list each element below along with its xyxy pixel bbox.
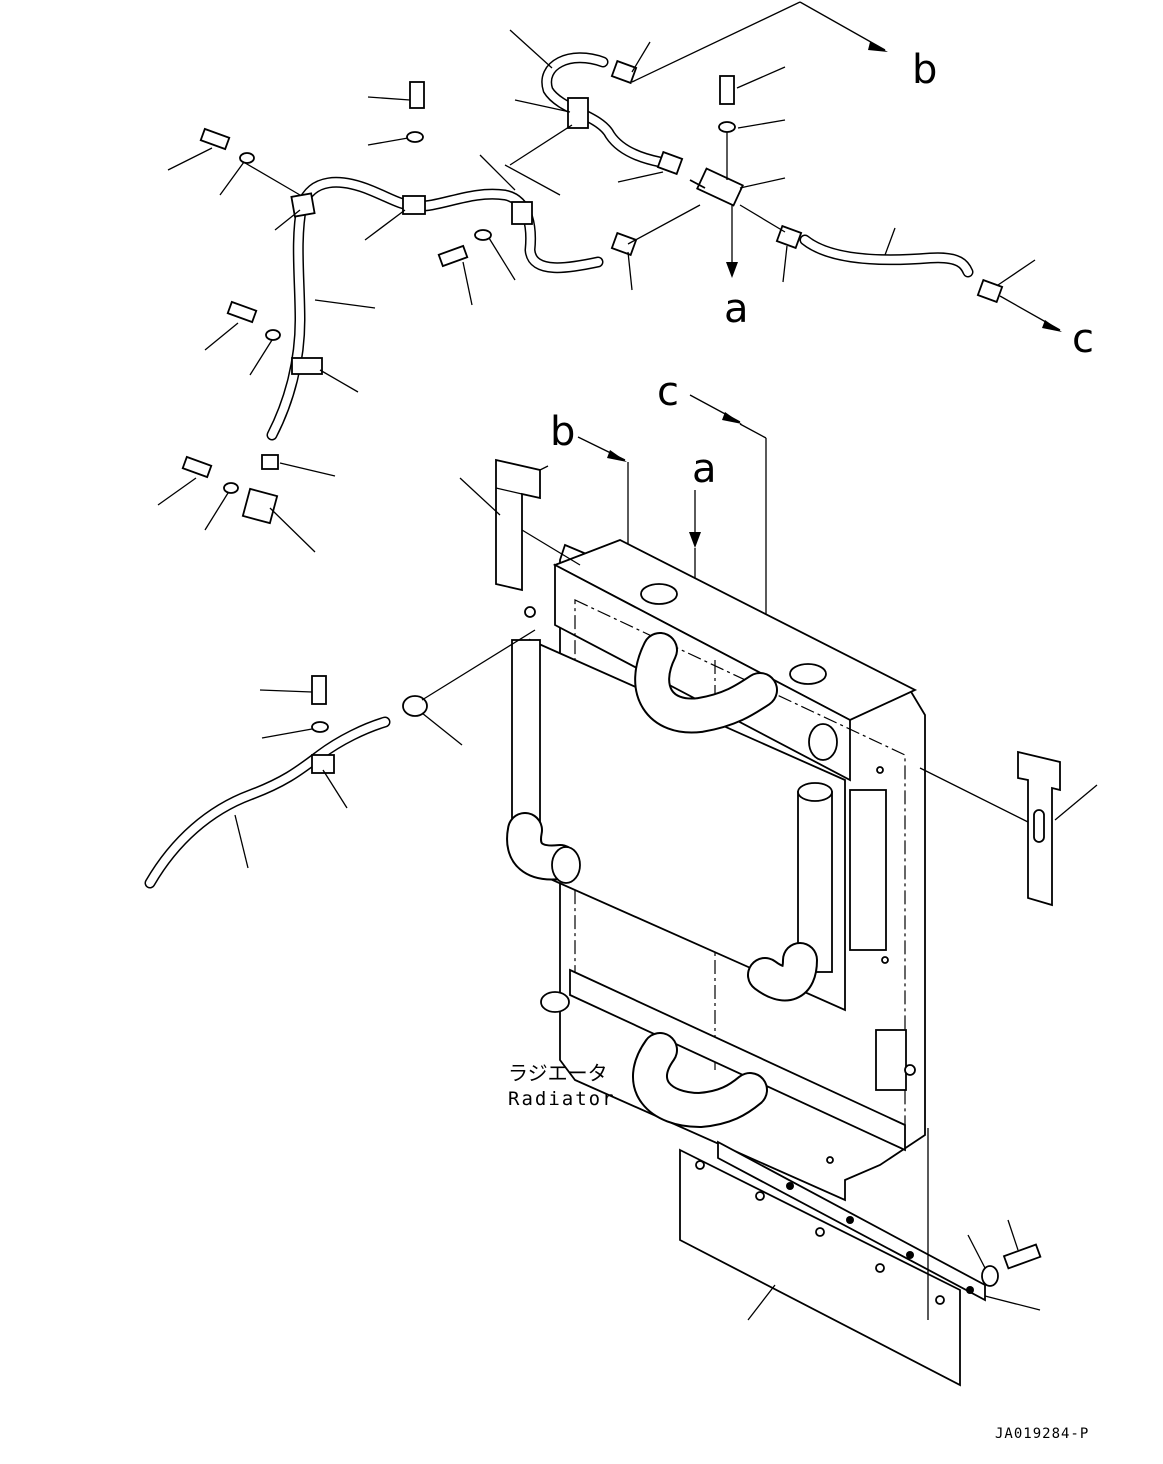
lower-hose-assembly [144,629,536,889]
radiator-label-en: Radiator [508,1088,616,1110]
center-hose-assembly [509,1,1062,332]
ref-label-a-radiator: a [692,446,717,492]
ref-label-b-radiator: b [550,409,575,455]
radiator-label-jp: ラジエータ [508,1061,608,1085]
ref-label-a-top: a [724,286,749,332]
left-hose-assembly [157,81,604,553]
radiator-assembly [506,539,926,1202]
bottom-seal-plate [679,1128,1042,1387]
ref-label-b-top: b [912,47,937,93]
ref-label-c-radiator: c [657,369,679,415]
left-seal-pad [459,458,581,592]
right-seal-pad [919,750,1098,907]
ref-label-c-top: c [1072,316,1094,362]
drawing-code: JA019284-P [995,1426,1089,1442]
